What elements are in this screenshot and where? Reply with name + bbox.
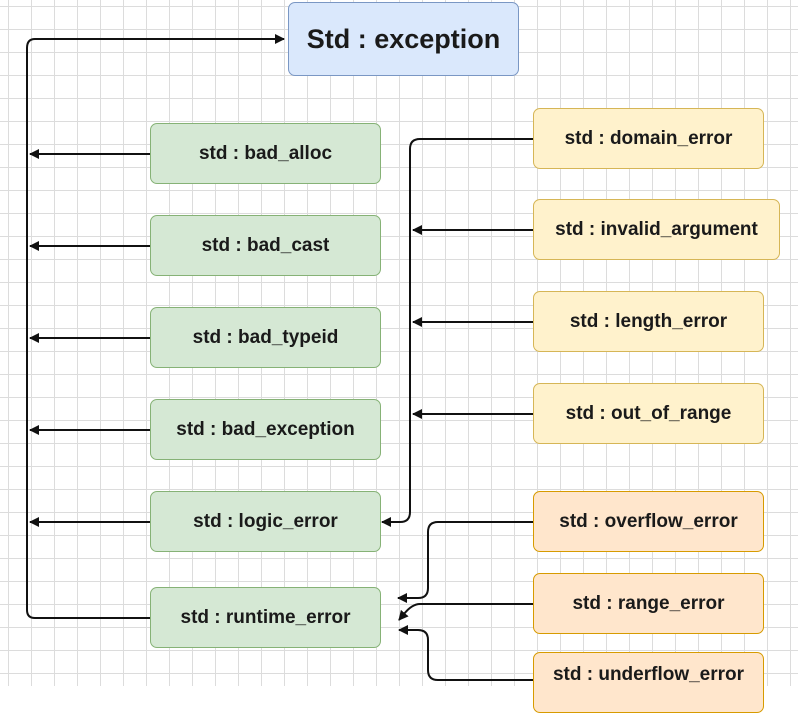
range-error-arrow	[398, 603, 533, 621]
underflow-error-arrow	[398, 625, 533, 681]
bad-exception-node: std : bad_exception	[150, 399, 381, 460]
range-error-node: std : range_error	[533, 573, 764, 634]
out-of-range-node: std : out_of_range	[533, 383, 764, 444]
bad-alloc-node: std : bad_alloc	[150, 123, 381, 184]
runtime-error-node: std : runtime_error	[150, 587, 381, 648]
overflow-error-arrow	[397, 521, 533, 603]
overflow-error-node: std : overflow_error	[533, 491, 764, 552]
domain-error-node: std : domain_error	[533, 108, 764, 169]
bad-typeid-node: std : bad_typeid	[150, 307, 381, 368]
logic-error-node: std : logic_error	[150, 491, 381, 552]
underflow-error-node: std : underflow_error	[533, 652, 764, 713]
domain-error-arrow	[381, 138, 533, 527]
std-exception-node: Std : exception	[288, 2, 519, 76]
length-error-node: std : length_error	[533, 291, 764, 352]
invalid-argument-node: std : invalid_argument	[533, 199, 780, 260]
trunk-to-exception-arrow	[26, 34, 285, 619]
connectors	[26, 34, 533, 681]
bad-cast-node: std : bad_cast	[150, 215, 381, 276]
